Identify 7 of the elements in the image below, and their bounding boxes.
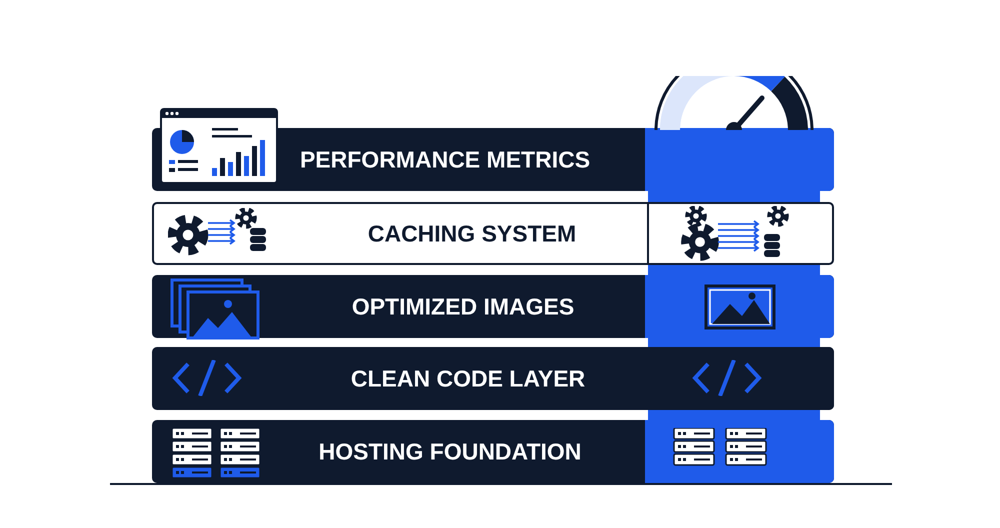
- layer-band: [152, 202, 834, 265]
- layer-title: OPTIMIZED IMAGES: [352, 293, 574, 320]
- layer-title: CACHING SYSTEM: [368, 220, 576, 247]
- layer-title: PERFORMANCE METRICS: [300, 146, 590, 173]
- layer-band: [152, 347, 834, 410]
- layer-title: HOSTING FOUNDATION: [318, 438, 582, 465]
- layer-title: CLEAN CODE LAYER: [350, 365, 586, 392]
